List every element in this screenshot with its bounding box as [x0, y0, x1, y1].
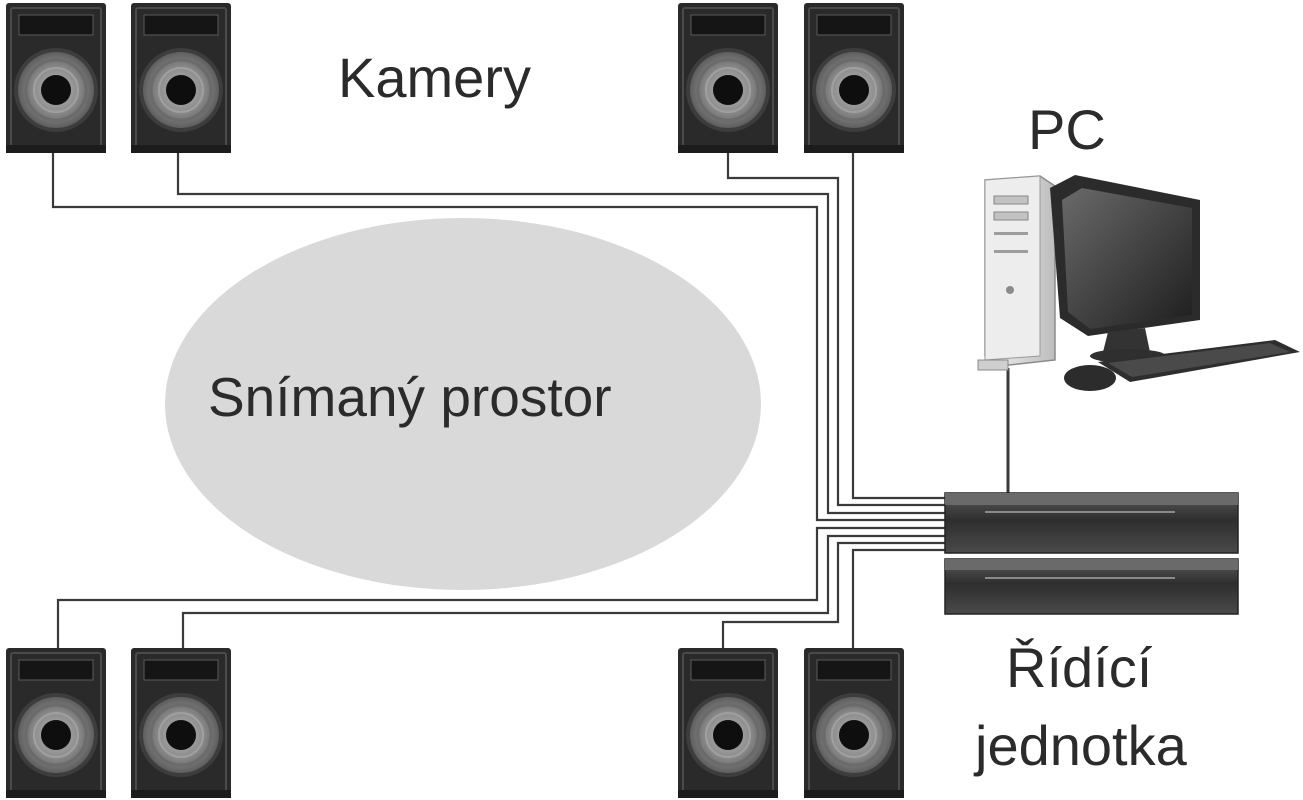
desktop-computer-icon: [977, 175, 1300, 391]
camera-speaker-icon: [802, 646, 906, 800]
captured-space-ellipse: [165, 218, 761, 590]
camera-speaker-icon: [129, 646, 233, 800]
cable-camera-bottom-left-1: [56, 526, 948, 650]
camera-speaker-icon: [676, 646, 780, 800]
cable-camera-top-left-1: [51, 152, 948, 522]
control-unit-label-line1: Řídící: [1006, 636, 1153, 699]
cable-camera-top-right-2: [851, 152, 948, 500]
cameras-label: Kamery: [338, 46, 531, 109]
cable-camera-top-left-2: [176, 152, 948, 515]
camera-speaker-icon: [4, 1, 108, 155]
captured-space-label: Snímaný prostor: [208, 366, 612, 428]
camera-speaker-icon: [802, 1, 906, 155]
camera-speaker-icon: [4, 646, 108, 800]
camera-speaker-icon: [676, 1, 780, 155]
cable-camera-bottom-left-2: [181, 534, 948, 650]
cable-camera-bottom-right-2: [851, 548, 948, 650]
control-unit-label-line2: jednotka: [975, 714, 1187, 777]
cable-camera-top-right-1: [726, 152, 948, 507]
camera-speaker-icon: [129, 1, 233, 155]
pc-label: PC: [1028, 98, 1106, 161]
cables: [51, 152, 1010, 650]
cable-camera-bottom-right-1: [721, 541, 948, 650]
control-unit-icon: [944, 492, 1239, 615]
